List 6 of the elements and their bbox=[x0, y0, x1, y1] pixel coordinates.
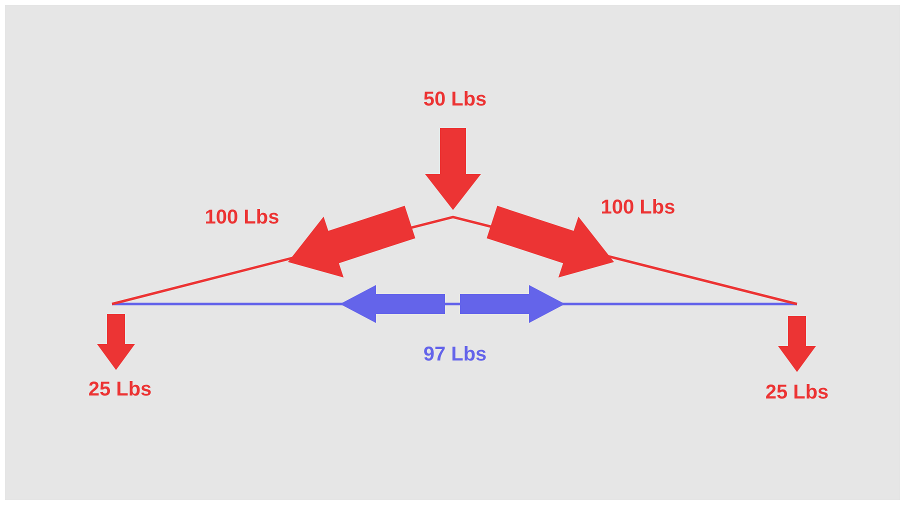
force-value: 100 Lbs bbox=[600, 196, 676, 220]
force-value: 25 Lbs bbox=[88, 378, 152, 402]
force-value: 97 Lbs bbox=[423, 344, 487, 366]
force-value: 100 Lbs bbox=[204, 206, 280, 230]
force-value: 25 Lbs bbox=[765, 382, 829, 404]
force-value: 50 Lbs bbox=[423, 88, 487, 112]
